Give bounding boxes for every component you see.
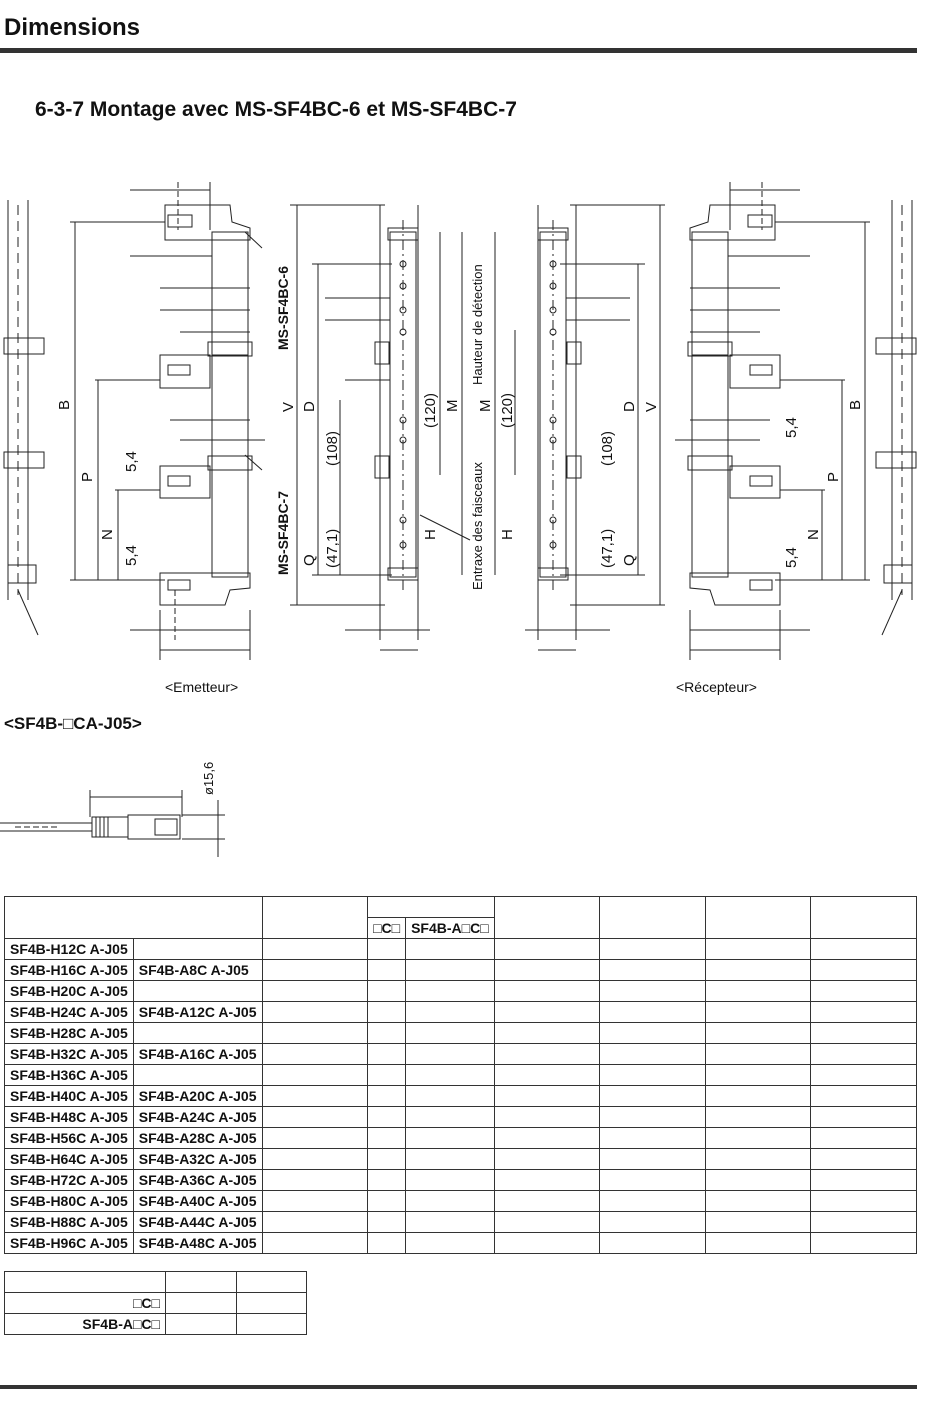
model-a-cell [132,980,263,1002]
model-h-cell: SF4B-H12C A-J05 [4,938,134,960]
model-a-cell: SF4B-A16C A-J05 [132,1043,263,1065]
model-a-cell: SF4B-A32C A-J05 [132,1148,263,1170]
dim-label-v-left: V [280,402,297,412]
emitter-front [70,182,265,660]
dim-label-m-right: M [477,400,494,413]
model-h-cell: SF4B-H48C A-J05 [4,1106,134,1128]
table-row: SF4B-H20C A-J05 [4,980,917,1002]
dim-label-b-left: B [56,400,73,410]
model-h-cell: SF4B-H88C A-J05 [4,1211,134,1233]
header-rule [0,48,917,53]
table-row: □C□ [4,1292,307,1314]
dim-label-b-right: B [847,400,864,410]
model-a-cell: SF4B-A48C A-J05 [132,1232,263,1254]
bracket-label-bottom: MS-SF4BC-7 [275,491,291,575]
table-header-row-1 [4,896,917,939]
model-h-cell: SF4B-H56C A-J05 [4,1127,134,1149]
model-a-cell [132,1064,263,1086]
table-header-row-2: □C□ SF4B-A□C□ [5,917,917,939]
dim-label-471-left: (47,1) [324,529,341,568]
dim-label-54-left-b: 5,4 [123,545,140,566]
dim-label-h-left: H [422,529,439,540]
dim-label-q-left: Q [301,554,318,566]
subheader-c: □C□ [367,917,407,939]
emitter-side-rail [3,200,45,636]
hauteur-label: Hauteur de détection [470,264,485,385]
model-a-cell: SF4B-A40C A-J05 [132,1190,263,1212]
model-h-cell: SF4B-H96C A-J05 [4,1232,134,1254]
table-row: SF4B-A□C□ [4,1313,307,1335]
dim-label-p-left: P [79,472,96,482]
dim-label-d-left: D [301,401,318,412]
model-h-cell: SF4B-H28C A-J05 [4,1022,134,1044]
footer-rule [0,1385,917,1389]
model-a-cell [132,1022,263,1044]
dim-label-120-left: (120) [422,393,439,428]
receiver-detail [494,204,665,651]
model-h-cell: SF4B-H24C A-J05 [4,1001,134,1023]
small-table: □C□ SF4B-A□C□ [4,1271,307,1335]
cable-title: <SF4B-□CA-J05> [4,714,142,733]
table-row: SF4B-H12C A-J05 [4,938,917,960]
dim-label-n-right: N [805,529,822,540]
emitter-detail [290,204,471,651]
model-a-cell: SF4B-A24C A-J05 [132,1106,263,1128]
dim-label-q-right: Q [621,554,638,566]
model-a-cell: SF4B-A12C A-J05 [132,1001,263,1023]
page-title: Dimensions [4,14,141,41]
model-a-cell: SF4B-A44C A-J05 [132,1211,263,1233]
entraxe-label: Entraxe des faisceaux [470,462,485,590]
model-h-cell: SF4B-H80C A-J05 [4,1190,134,1212]
model-h-cell: SF4B-H16C A-J05 [4,959,134,981]
receiver-front [675,182,870,660]
dim-label-120-right: (120) [499,393,516,428]
model-a-cell: SF4B-A20C A-J05 [132,1085,263,1107]
table-row: SF4B-H28C A-J05 [4,1022,917,1044]
model-h-cell: SF4B-H72C A-J05 [4,1169,134,1191]
receiver-side-rail [875,200,917,636]
model-a-cell: SF4B-A8C A-J05 [132,959,263,981]
model-a-cell [132,938,263,960]
bracket-label-top: MS-SF4BC-6 [275,266,291,350]
subheader-sf4b-a: SF4B-A□C□ [405,917,495,939]
dim-label-54-left-a: 5,4 [123,451,140,472]
dim-label-p-right: P [825,472,842,482]
receiver-caption: <Récepteur> [676,679,757,695]
model-h-cell: SF4B-H36C A-J05 [4,1064,134,1086]
model-h-cell: SF4B-H32C A-J05 [4,1043,134,1065]
dim-label-v-right: V [643,402,660,412]
dim-label-d-right: D [621,401,638,412]
dim-label-54-right-a: 5,4 [783,417,800,438]
dim-label-471-right: (47,1) [599,529,616,568]
dimension-drawing: B P N 5,4 5,4 MS-SF4BC-6 MS-SF4BC-7 V D … [3,182,917,695]
dim-label-m-left: M [444,400,461,413]
dim-label-n-left: N [99,529,116,540]
cable-drawing: ø15,6 [0,762,225,857]
model-h-cell: SF4B-H64C A-J05 [4,1148,134,1170]
emitter-caption: <Emetteur> [165,679,238,695]
dim-label-h-right: H [499,529,516,540]
model-a-cell: SF4B-A36C A-J05 [132,1169,263,1191]
dim-label-54-right-b: 5,4 [783,547,800,568]
section-title: 6-3-7 Montage avec MS-SF4BC-6 et MS-SF4B… [35,98,517,121]
model-a-cell: SF4B-A28C A-J05 [132,1127,263,1149]
table-row: SF4B-H36C A-J05 [4,1064,917,1086]
model-h-cell: SF4B-H20C A-J05 [4,980,134,1002]
dim-label-108-right: (108) [599,431,616,466]
dim-label-108-left: (108) [324,431,341,466]
model-h-cell: SF4B-H40C A-J05 [4,1085,134,1107]
cable-diameter-label: ø15,6 [201,762,216,795]
